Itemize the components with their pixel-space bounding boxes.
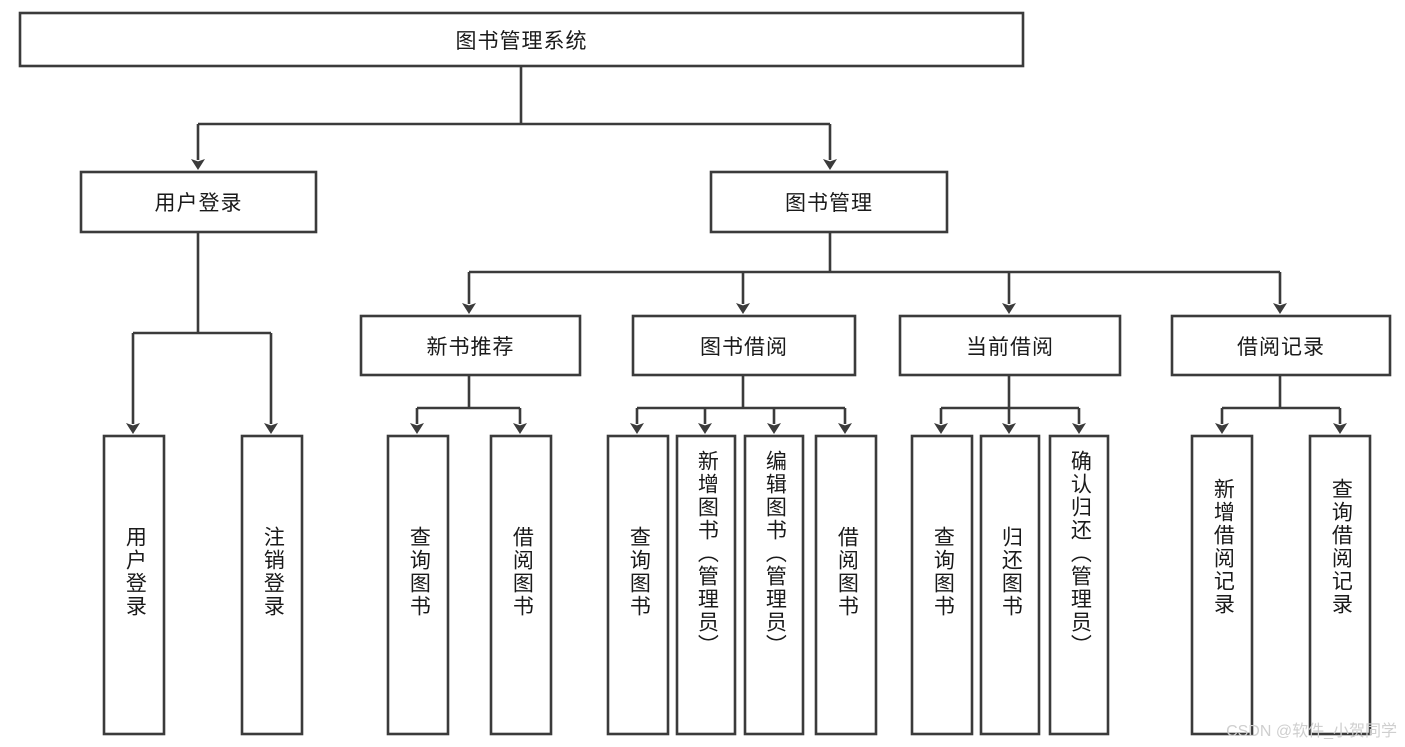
- leaf-box-borrow-record-1[interactable]: [1308, 434, 1372, 736]
- node-current-borrow[interactable]: [898, 314, 1122, 377]
- leaf-box-user-login-1[interactable]: [240, 434, 304, 736]
- connector-newbook-to-leaves: [410, 375, 527, 434]
- connector-bookmgmt-to-level3: [462, 232, 1287, 314]
- leaf-box-book-borrow-0[interactable]: [606, 434, 670, 736]
- connector-bookborrow-to-leaves: [630, 375, 852, 434]
- leaf-box-current-borrow-2[interactable]: [1048, 434, 1110, 736]
- connector-currentborrow-to-leaves: [934, 375, 1086, 434]
- leaf-box-borrow-record-0[interactable]: [1190, 434, 1254, 736]
- leaf-box-user-login-0[interactable]: [102, 434, 166, 736]
- node-book-management[interactable]: [709, 170, 949, 234]
- leaf-box-current-borrow-1[interactable]: [979, 434, 1041, 736]
- connector-userlogin-to-leaves: [126, 232, 278, 434]
- leaf-box-current-borrow-0[interactable]: [910, 434, 974, 736]
- connector-borrowrecord-to-leaves: [1215, 375, 1347, 434]
- node-user-login[interactable]: [79, 170, 318, 234]
- leaf-box-book-borrow-3[interactable]: [814, 434, 878, 736]
- node-new-book-recommend[interactable]: [359, 314, 582, 377]
- leaf-box-new-book-0[interactable]: [386, 434, 450, 736]
- leaf-box-book-borrow-2[interactable]: [743, 434, 805, 736]
- leaf-box-new-book-1[interactable]: [489, 434, 553, 736]
- node-root[interactable]: [18, 11, 1025, 68]
- leaf-box-book-borrow-1[interactable]: [675, 434, 737, 736]
- node-borrow-record[interactable]: [1170, 314, 1392, 377]
- node-book-borrow[interactable]: [631, 314, 857, 377]
- connector-root-to-level2: [191, 66, 837, 170]
